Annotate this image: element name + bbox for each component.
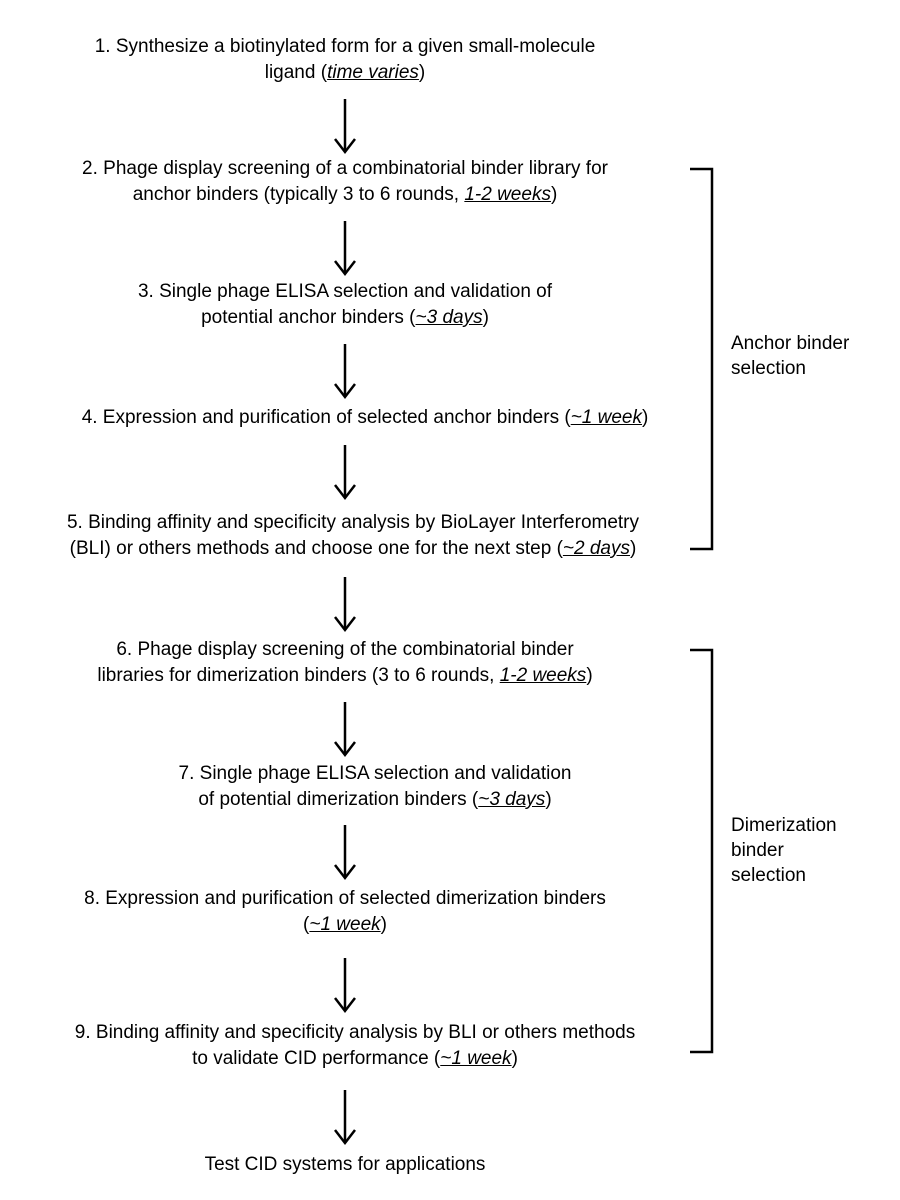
step-8: 8. Expression and purification of select… (30, 886, 660, 938)
step-9-line-1: 9. Binding affinity and specificity anal… (74, 1022, 636, 1043)
step-9-line-2: to validate CID performance (~1 week) (192, 1048, 518, 1069)
step-2: 2. Phage display screening of a combinat… (30, 156, 660, 208)
arrow-down-icon (334, 221, 356, 277)
step-3: 3. Single phage ELISA selection and vali… (30, 279, 660, 331)
step-7-line-1: 7. Single phage ELISA selection and vali… (178, 763, 572, 784)
dimerization-group-label-line-2: binder (731, 840, 784, 861)
arrow-down-icon (334, 1090, 356, 1146)
step-6-line-1: 6. Phage display screening of the combin… (116, 639, 574, 660)
step-7-line-2: of potential dimerization binders (~3 da… (198, 789, 552, 810)
step-2-line-2: anchor binders (typically 3 to 6 rounds,… (132, 184, 558, 205)
arrow-down-icon (334, 825, 356, 881)
step-4: 4. Expression and purification of select… (30, 405, 700, 431)
final-step-label: Test CID systems for applications (204, 1154, 486, 1175)
step-3-line-2: potential anchor binders (~3 days) (201, 307, 489, 328)
dimerization-group-label: Dimerization binder selection (731, 813, 837, 888)
step-6-duration: 1-2 weeks (499, 665, 587, 686)
arrow-down-icon (334, 702, 356, 758)
final-step: Test CID systems for applications (30, 1152, 660, 1178)
step-5-line-1: 5. Binding affinity and specificity anal… (66, 512, 640, 533)
anchor-group-label: Anchor binder selection (731, 331, 849, 381)
step-1-duration: time varies (327, 62, 419, 83)
dimerization-group-bracket (690, 648, 714, 1054)
step-6-line-2: libraries for dimerization binders (3 to… (97, 665, 593, 686)
step-7: 7. Single phage ELISA selection and vali… (60, 761, 690, 813)
arrow-down-icon (334, 344, 356, 400)
step-1-line-2: ligand (time varies) (264, 62, 426, 83)
step-3-line-1: 3. Single phage ELISA selection and vali… (137, 281, 553, 302)
dimerization-group-label-line-3: selection (731, 865, 806, 886)
step-2-line-1: 2. Phage display screening of a combinat… (82, 158, 608, 179)
step-5: 5. Binding affinity and specificity anal… (28, 510, 678, 562)
anchor-group-label-line-1: Anchor binder (731, 333, 850, 354)
step-8-line-1: 8. Expression and purification of select… (84, 888, 606, 909)
step-1: 1. Synthesize a biotinylated form for a … (60, 34, 630, 86)
step-6: 6. Phage display screening of the combin… (30, 637, 660, 689)
step-7-duration: ~3 days (478, 789, 546, 810)
arrow-down-icon (334, 958, 356, 1014)
dimerization-group-label-line-1: Dimerization (731, 815, 837, 836)
step-5-duration: ~2 days (562, 538, 630, 559)
step-3-duration: ~3 days (415, 307, 483, 328)
step-9-duration: ~1 week (440, 1048, 512, 1069)
step-9: 9. Binding affinity and specificity anal… (30, 1020, 680, 1072)
step-5-line-2: (BLI) or others methods and choose one f… (69, 538, 637, 559)
step-1-line-1: 1. Synthesize a biotinylated form for a … (94, 36, 596, 57)
arrow-down-icon (334, 99, 356, 155)
arrow-down-icon (334, 577, 356, 633)
step-2-duration: 1-2 weeks (464, 184, 551, 205)
step-4-duration: ~1 week (570, 407, 642, 428)
step-8-line-2: (~1 week) (303, 914, 387, 935)
arrow-down-icon (334, 445, 356, 501)
step-4-line-1: 4. Expression and purification of select… (81, 407, 649, 428)
anchor-group-bracket (690, 167, 714, 551)
anchor-group-label-line-2: selection (731, 358, 806, 379)
step-8-duration: ~1 week (309, 914, 381, 935)
